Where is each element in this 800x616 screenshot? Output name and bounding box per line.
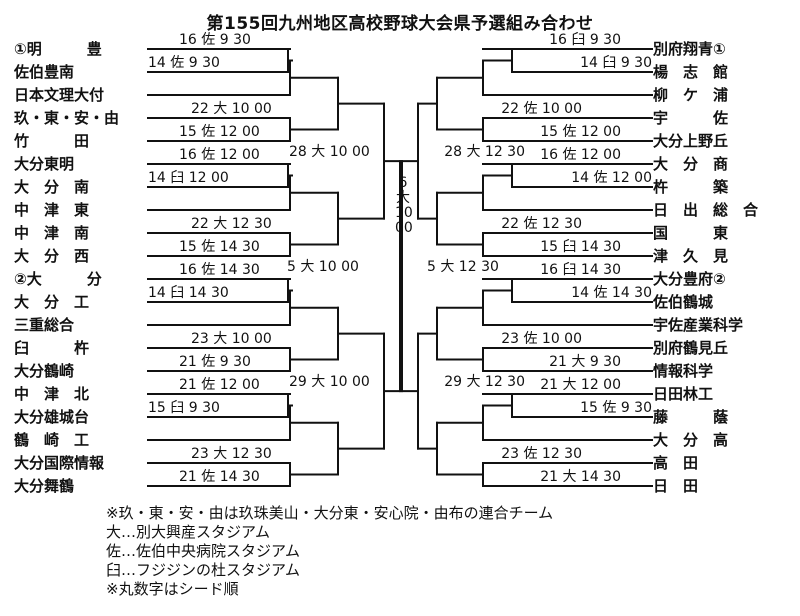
left-team: 竹 田 bbox=[14, 132, 90, 150]
right-team: 情報科学 bbox=[653, 362, 714, 380]
left-team: 臼 杵 bbox=[14, 339, 90, 357]
left-team: 日本文理大付 bbox=[14, 86, 105, 104]
left-team: 大分東明 bbox=[14, 155, 75, 173]
match-label: 14 臼 9 30 bbox=[579, 55, 653, 71]
right-team: 別府翔青① bbox=[653, 40, 726, 58]
left-team: 中 津 北 bbox=[14, 385, 90, 403]
left-team: 大 分 西 bbox=[14, 247, 90, 265]
right-team: 津 久 見 bbox=[653, 247, 729, 265]
match-label: 14 佐 12 00 bbox=[570, 170, 653, 186]
match-label: 28 大 10 00 bbox=[288, 144, 371, 161]
note-line: ※玖・東・安・由は玖珠美山・大分東・安心院・由布の連合チーム bbox=[106, 504, 554, 522]
right-team: 大 分 高 bbox=[653, 431, 729, 449]
left-team: ②大 分 bbox=[14, 270, 102, 288]
page-title: 第155回九州地区高校野球大会県予選組み合わせ bbox=[206, 14, 594, 34]
final-match: 6 大 10 00 bbox=[395, 175, 413, 236]
match-label: 16 臼 14 30 bbox=[539, 262, 622, 278]
note-line: ※丸数字はシード順 bbox=[106, 580, 239, 598]
match-label: 14 佐 9 30 bbox=[147, 55, 221, 71]
final-match-venue: 大 bbox=[396, 190, 410, 206]
match-label: 15 佐 9 30 bbox=[579, 400, 653, 416]
match-label: 23 佐 10 00 bbox=[500, 331, 583, 347]
left-team: 大分国際情報 bbox=[14, 454, 105, 472]
left-team: 鶴 崎 工 bbox=[14, 431, 90, 449]
match-label: 16 佐 12 00 bbox=[178, 147, 261, 163]
match-label: 21 佐 12 00 bbox=[178, 377, 261, 393]
left-team: 三重総合 bbox=[14, 316, 75, 334]
right-team: 大分豊府② bbox=[653, 270, 726, 288]
left-team: 中 津 南 bbox=[14, 224, 90, 242]
left-team: 大分雄城台 bbox=[14, 408, 90, 426]
left-team: 大 分 南 bbox=[14, 178, 90, 196]
match-label: 14 臼 14 30 bbox=[147, 285, 230, 301]
right-team: 大分上野丘 bbox=[653, 132, 729, 150]
left-team: 大分鶴崎 bbox=[14, 362, 75, 380]
match-label: 15 佐 12 00 bbox=[178, 124, 261, 140]
left-team: 佐伯豊南 bbox=[14, 63, 75, 81]
match-label: 15 佐 14 30 bbox=[178, 239, 261, 255]
final-match-hour: 10 bbox=[395, 205, 413, 221]
match-label: 21 大 14 30 bbox=[539, 469, 622, 485]
match-label: 23 大 10 00 bbox=[190, 331, 273, 347]
left-team: 玖・東・安・由 bbox=[14, 109, 120, 127]
match-label: 29 大 10 00 bbox=[288, 374, 371, 391]
note-line: 大…別大興産スタジアム bbox=[106, 523, 270, 541]
match-label: 14 佐 14 30 bbox=[570, 285, 653, 301]
match-label: 29 大 12 30 bbox=[443, 374, 526, 391]
note-line: 臼…フジジンの杜スタジアム bbox=[106, 561, 300, 579]
right-team: 杵 築 bbox=[653, 178, 729, 196]
right-team: 柳 ケ 浦 bbox=[653, 86, 729, 104]
match-label: 16 臼 9 30 bbox=[548, 32, 622, 48]
match-label: 23 大 12 30 bbox=[190, 446, 273, 462]
right-team: 日 田 bbox=[653, 477, 699, 495]
match-label: 21 大 12 00 bbox=[539, 377, 622, 393]
note-line: 佐…佐伯中央病院スタジアム bbox=[106, 542, 300, 560]
match-label: 21 佐 14 30 bbox=[178, 469, 261, 485]
match-label: 22 大 10 00 bbox=[190, 101, 273, 117]
right-team: 宇 佐 bbox=[653, 109, 729, 127]
right-team: 楊 志 館 bbox=[653, 63, 729, 81]
match-label: 21 大 9 30 bbox=[548, 354, 622, 370]
right-team: 別府鶴見丘 bbox=[653, 339, 729, 357]
right-team: 宇佐産業科学 bbox=[653, 316, 744, 334]
left-team: ①明 豊 bbox=[14, 40, 102, 58]
final-match-minute: 00 bbox=[395, 220, 413, 236]
match-label: 22 大 12 30 bbox=[190, 216, 273, 232]
right-team: 藤 蔭 bbox=[653, 408, 729, 426]
match-label: 23 佐 12 30 bbox=[500, 446, 583, 462]
match-label: 16 佐 12 00 bbox=[539, 147, 622, 163]
left-team: 大分舞鶴 bbox=[14, 477, 75, 495]
right-team: 高 田 bbox=[653, 454, 699, 472]
match-label: 16 佐 14 30 bbox=[178, 262, 261, 278]
right-team: 日 出 総 合 bbox=[653, 201, 759, 219]
match-label: 15 臼 9 30 bbox=[147, 400, 221, 416]
left-team: 大 分 工 bbox=[14, 293, 90, 311]
right-team: 大 分 商 bbox=[653, 155, 729, 173]
right-team: 佐伯鶴城 bbox=[653, 293, 714, 311]
match-label: 5 大 10 00 bbox=[286, 259, 360, 276]
match-label: 14 臼 12 00 bbox=[147, 170, 230, 186]
right-team: 日田林工 bbox=[653, 385, 714, 403]
match-label: 5 大 12 30 bbox=[426, 259, 500, 276]
match-label: 15 佐 12 00 bbox=[539, 124, 622, 140]
match-label: 28 大 12 30 bbox=[443, 144, 526, 161]
match-label: 15 臼 14 30 bbox=[539, 239, 622, 255]
final-match-number: 6 bbox=[398, 175, 408, 191]
match-label: 16 佐 9 30 bbox=[178, 32, 252, 48]
match-label: 22 佐 12 30 bbox=[500, 216, 583, 232]
left-team: 中 津 東 bbox=[14, 201, 90, 219]
right-team: 国 東 bbox=[653, 224, 729, 242]
match-label: 22 佐 10 00 bbox=[500, 101, 583, 117]
match-label: 21 佐 9 30 bbox=[178, 354, 252, 370]
notes: ※玖・東・安・由は玖珠美山・大分東・安心院・由布の連合チーム 大…別大興産スタジ… bbox=[106, 504, 553, 599]
